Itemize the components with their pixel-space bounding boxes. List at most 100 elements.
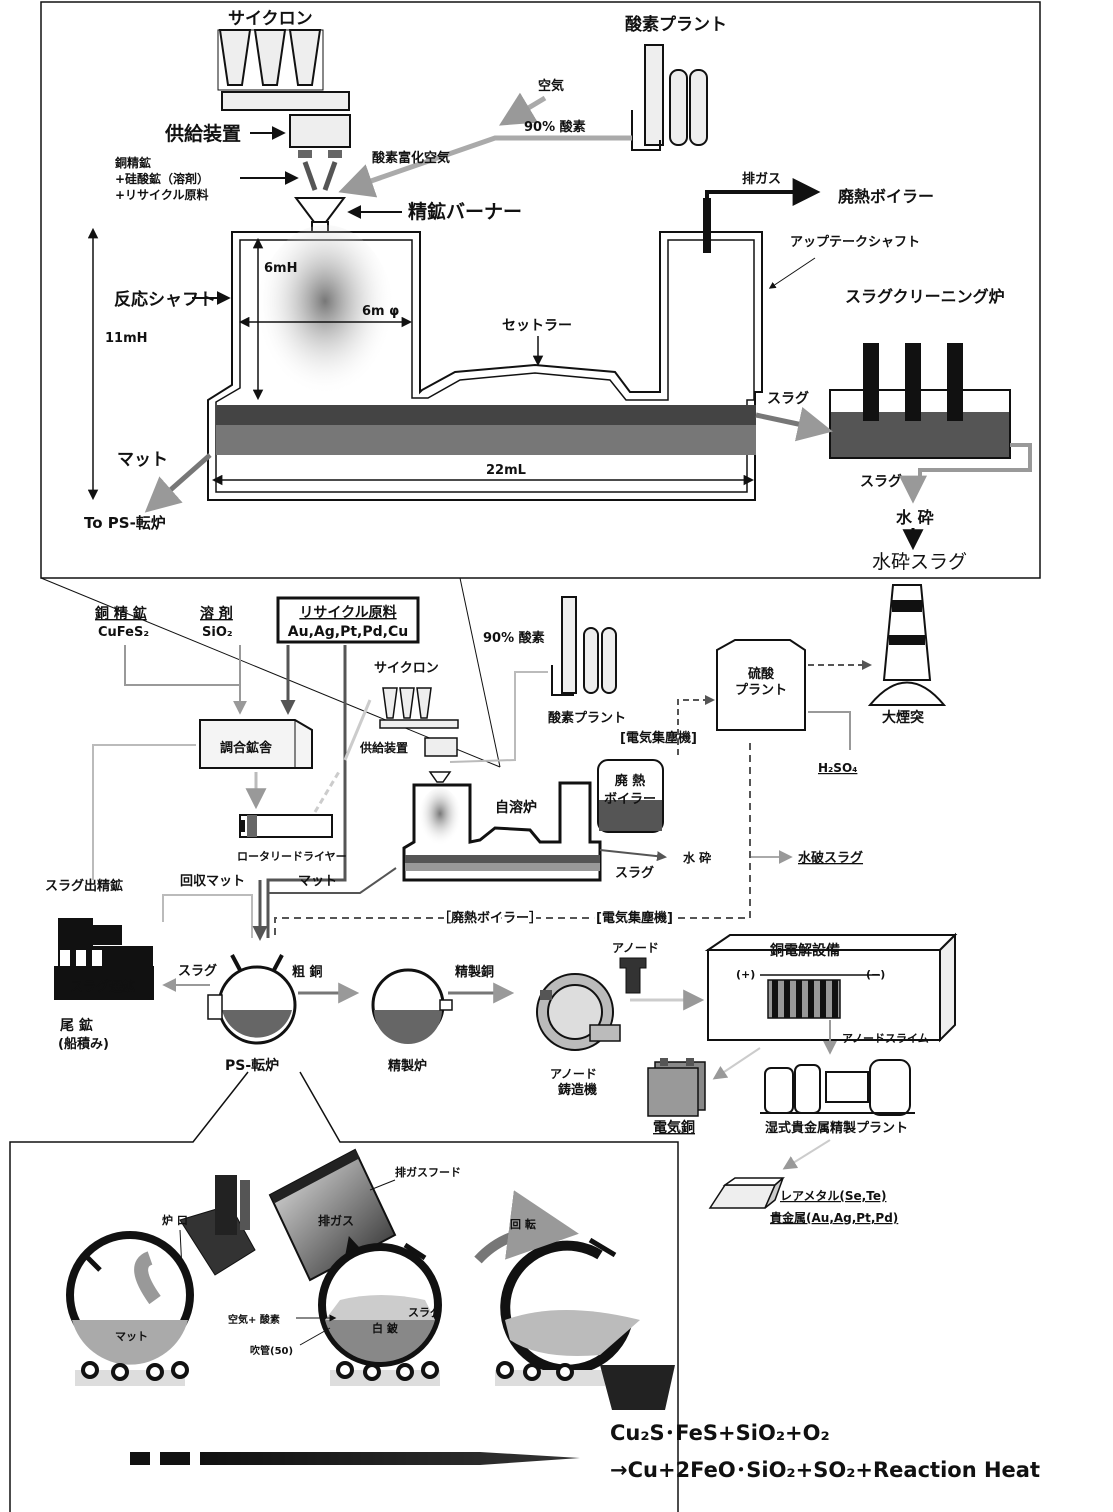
top-enriched-air-label: 酸素富化空気: [372, 150, 450, 166]
bottom-slag-label: スラグ: [408, 1305, 441, 1319]
mid-electrolysis-label: 銅電解設備: [770, 942, 840, 959]
mid-esp-top: [電気集塵機]: [620, 730, 697, 746]
top-settler-label: セットラー: [502, 318, 572, 334]
mid-big-stack-label: 大煙突: [882, 709, 924, 726]
mid-pm-plant-label: 湿式貴金属精製プラント: [765, 1120, 908, 1136]
bottom-air-oxygen-label: 空気+ 酸素: [228, 1313, 280, 1326]
sulfuric-to-h2so4: [808, 712, 850, 750]
mid-sulfuric-1: 硫酸: [748, 666, 775, 682]
mid-whb-2: ボイラー: [604, 791, 656, 807]
top-granulation-label: 水 砕: [896, 508, 934, 527]
mid-whb-bracket: ［廃熱ボイラー］: [438, 910, 542, 926]
mid-flash-furnace-label: 自溶炉: [495, 799, 537, 816]
process-flow-section: 銅 精 鉱 CuFeS₂ 溶 剤 SiO₂ リサイクル原料 Au,Ag,Pt,P…: [45, 585, 955, 1225]
bottom-exhaust-hood-label: 排ガスフード: [395, 1165, 461, 1179]
top-oxygen90-label: 90% 酸素: [524, 119, 586, 135]
bottom-white-metal-label: 白 鈹: [372, 1321, 399, 1335]
top-feed-line2: +硅酸鉱（溶剤）: [115, 171, 209, 186]
mid-feeder-label: 供給装置: [359, 740, 408, 755]
bottom-exhaust-label: 排ガス: [318, 1213, 354, 1228]
rotary-dryer-icon: [239, 815, 332, 837]
mid-rare-metal-label: レアメタル(Se,Te): [780, 1189, 886, 1203]
progress-block-1: [130, 1452, 150, 1465]
mid-refined-cu-label: 精製銅: [455, 964, 494, 980]
mid-granulated-slag-label: 水破スラグ: [798, 850, 863, 866]
top-slag2-label: スラグ: [860, 473, 902, 490]
pm-plant-to-ingot: [785, 1140, 830, 1168]
slag-to-cleaning-arrow: [756, 415, 826, 430]
top-cyclone-label: サイクロン: [228, 9, 313, 29]
bottom-equation-line1: Cu₂S･FeS+SiO₂+O₂: [610, 1421, 830, 1445]
top-feed-line1: 銅精鉱: [114, 155, 151, 170]
mid-blending-label: 調合鉱舎: [220, 740, 273, 756]
top-exhaust-gas-label: 排ガス: [742, 171, 781, 187]
cyclone-icon: [218, 30, 349, 110]
top-burner-label: 精鉱バーナー: [408, 200, 522, 223]
mid-h2so4: H₂SO₄: [818, 761, 857, 775]
mid-recycle-metals: Au,Ag,Pt,Pd,Cu: [288, 624, 408, 640]
mid-slag-arrow-label: スラグ: [178, 963, 217, 979]
top-waste-heat-boiler-label: 廃熱ボイラー: [838, 187, 934, 206]
mid-cu-concentrate: 銅 精 鉱: [95, 605, 147, 622]
mid-cufes2: CuFeS₂: [98, 625, 149, 640]
converter-detail-panel: 炉 口 マット 排ガスフード 排ガス 空気+ 酸素 吹管(50) スラグ 白: [10, 1072, 1040, 1512]
bottom-matte-label: マット: [115, 1330, 148, 1343]
slag-concentrate-flow: [163, 895, 252, 938]
top-oxygen-plant-label: 酸素プラント: [625, 14, 727, 35]
metal-ingot-icon: [710, 1178, 783, 1208]
mid-refining-furnace-label: 精製炉: [388, 1058, 427, 1074]
top-uptake-shaft-label: アップテークシャフト: [790, 235, 920, 250]
feeder-icon: [290, 115, 350, 158]
feed-chute-left: [305, 162, 315, 190]
converter-stage-3: [495, 1240, 675, 1410]
mid-tailings-1: 尾 鉱: [60, 1017, 93, 1034]
precious-metal-plant-icon: [760, 1060, 915, 1115]
exhaust-gas-arrow: [707, 192, 815, 200]
mid-anode-label: アノード: [612, 941, 659, 955]
mid-cyclone-label: サイクロン: [374, 661, 439, 676]
mid-anode-caster-1: アノード: [550, 1067, 597, 1081]
matte-layer: [216, 425, 756, 455]
recycle-to-ps-flow: [268, 645, 345, 938]
uptake-shaft-arrow: [770, 258, 815, 288]
refining-furnace-icon: [373, 970, 452, 1044]
top-to-ps-label: To PS-転炉: [84, 514, 166, 532]
big-stack-icon: [870, 585, 944, 705]
slag-cleaning-furnace-icon: [830, 343, 1030, 480]
mid-tailings-2: (船積み): [58, 1036, 109, 1052]
bottom-furnace-mouth-label: 炉 口: [162, 1213, 188, 1227]
top-dim-6m-phi: 6m φ: [362, 304, 399, 319]
top-dim-11mH: 11mH: [105, 331, 148, 346]
anode-icon: [620, 958, 646, 993]
electrolysis-to-cathode: [715, 1048, 760, 1078]
mid-slag-flotation-label: スラグ選鉱: [70, 979, 135, 995]
mid-ps-converter-label: PS-転炉: [225, 1057, 279, 1074]
top-feed-line3: +リサイクル原料: [115, 187, 208, 202]
top-reaction-shaft-label: 反応シャフト: [114, 289, 216, 310]
bottom-equation-line2: →Cu+2FeO･SiO₂+SO₂+Reaction Heat: [610, 1458, 1040, 1482]
mid-sulfuric-2: プラント: [735, 683, 787, 698]
mid-oxygen-line: [450, 672, 548, 762]
exhaust-duct: [703, 198, 711, 253]
mid-blister-label: 粗 銅: [292, 964, 323, 980]
mid-slag-concentrate-label: スラグ出精鉱: [45, 878, 123, 894]
progress-arrow: [200, 1452, 580, 1465]
feed-chute-right: [325, 162, 335, 190]
top-air-label: 空気: [538, 78, 564, 94]
mid-anode-caster-2: 鋳造機: [558, 1082, 597, 1098]
bottom-tuyere-label: 吹管(50): [250, 1344, 293, 1357]
hood-pointer: [370, 1180, 395, 1190]
furnace-slag-flow: [600, 850, 665, 857]
top-dim-6mH: 6mH: [264, 261, 297, 276]
mid-granulation-label: 水 砕: [683, 850, 711, 865]
mid-minus: (−): [866, 968, 885, 981]
mid-oxygen-plant-icon: [552, 597, 616, 695]
mid-whb-1: 廃 熱: [614, 773, 646, 789]
mid-plus: (+): [736, 968, 755, 981]
mid-recycle-title: リサイクル原料: [299, 604, 396, 621]
concentrate-flow: [125, 645, 240, 712]
blending-return-line: [93, 745, 196, 880]
top-matte-label: マット: [117, 450, 168, 470]
mid-flux: 溶 剤: [200, 605, 233, 622]
top-granulated-slag-label: 水砕スラグ: [872, 551, 967, 573]
